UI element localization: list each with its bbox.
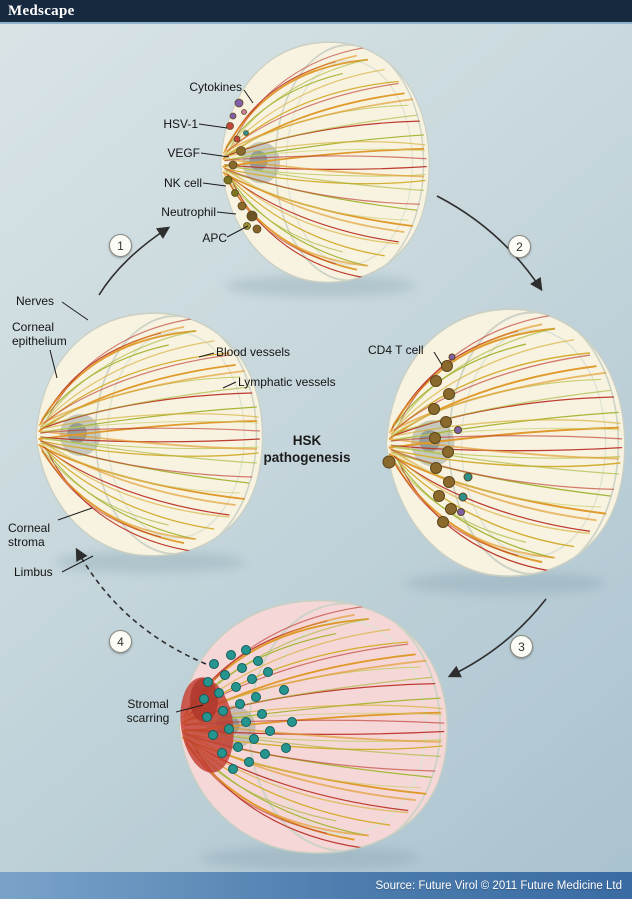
medscape-logo: Medscape xyxy=(8,2,75,19)
label-apc: APC xyxy=(202,231,227,245)
arrow-step-3 xyxy=(447,598,547,678)
arrow-step-1 xyxy=(98,226,171,296)
step-badge-3: 3 xyxy=(510,635,533,658)
label-neutrophil: Neutrophil xyxy=(161,205,216,219)
label-cd4-t-cell: CD4 T cell xyxy=(368,343,424,357)
step-badge-4: 4 xyxy=(109,630,132,653)
cornea-shadows xyxy=(55,275,605,870)
cornea-top-infection xyxy=(219,41,430,284)
label-cytokines: Cytokines xyxy=(189,80,242,94)
source-credit: Source: Future Virol © 2011 Future Medic… xyxy=(375,879,622,892)
arrow-step-2 xyxy=(436,195,543,292)
cd4-t-cells xyxy=(382,353,473,528)
label-nk-cell: NK cell xyxy=(163,176,202,190)
label-blood-vessels: Blood vessels xyxy=(216,345,291,359)
step-badge-2: 2 xyxy=(508,235,531,258)
label-limbus: Limbus xyxy=(14,565,53,579)
label-stromal-scarring: Stromal scarring xyxy=(126,697,170,726)
source-bar: Source: Future Virol © 2011 Future Medic… xyxy=(0,872,632,899)
label-vegf: VEGF xyxy=(167,146,200,160)
label-lymphatic-vessels: Lymphatic vessels xyxy=(238,375,336,389)
cycle-arrows xyxy=(75,195,547,678)
label-hsv1: HSV-1 xyxy=(163,117,198,131)
immune-cell-cluster xyxy=(223,98,262,234)
label-corneal-epithelium: Corneal epithelium xyxy=(12,320,67,349)
diagram-title: HSK pathogenesis xyxy=(263,433,351,465)
step-badge-1: 1 xyxy=(109,234,132,257)
top-brand-bar: Medscape xyxy=(0,0,632,24)
leader-lines xyxy=(49,89,443,713)
label-nerves: Nerves xyxy=(16,294,55,308)
arrow-step-4 xyxy=(75,547,207,665)
scar-immune-cells xyxy=(199,645,297,774)
label-corneal-stroma: Corneal stroma xyxy=(8,521,51,550)
